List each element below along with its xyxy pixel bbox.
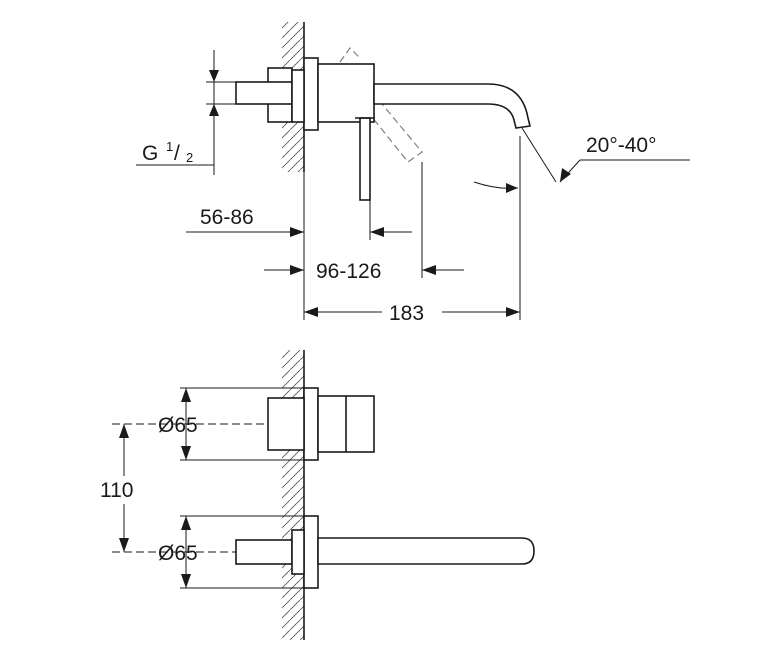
lever-handle: [359, 117, 371, 201]
dim-wall-depth: 56-86: [200, 206, 254, 229]
dim-spout-angle: 20°-40°: [586, 134, 657, 157]
spout-inlet: [235, 539, 293, 565]
dim-spout-length: 183: [389, 302, 424, 325]
spout: [373, 83, 531, 129]
thread-denominator: 2: [186, 150, 193, 165]
dim-handle-offset: 96-126: [316, 260, 381, 283]
thread-numerator: 1: [166, 139, 173, 154]
side-view: G 1 / 2 56-86 96-126 183 20°-40°: [136, 22, 690, 325]
thread-prefix: G: [142, 142, 158, 165]
inlet-pipe: [235, 81, 293, 105]
wall-rosette: [303, 57, 319, 131]
mixer-cartridge: [267, 397, 305, 451]
dim-diameter-bottom: Ø65: [158, 542, 198, 565]
wall-hatch-bottom: [282, 350, 304, 640]
spout-rosette: [303, 515, 319, 589]
thread-slash: /: [174, 142, 180, 165]
inlet-rosette: [291, 69, 305, 123]
spout-inlet-ring: [291, 529, 305, 575]
spout-body: [317, 537, 535, 565]
mixer-rosette: [303, 387, 319, 461]
front-view: Ø65 Ø65 110: [98, 350, 535, 640]
dim-diameter-top: Ø65: [158, 414, 198, 437]
dim-vertical-spacing: 110: [100, 479, 133, 502]
mixer-body: [317, 63, 375, 123]
handle-alt-position: [339, 47, 423, 163]
